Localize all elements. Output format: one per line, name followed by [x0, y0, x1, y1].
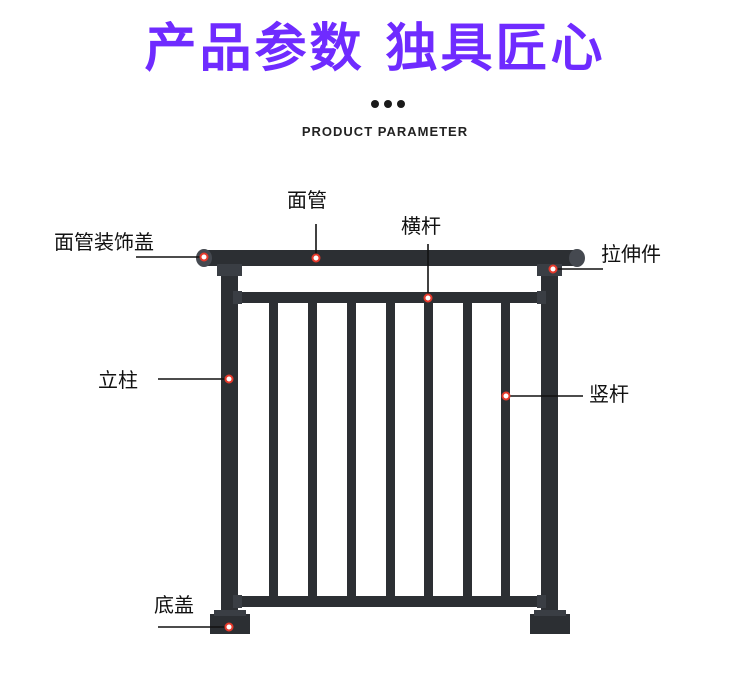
baluster: [386, 303, 395, 596]
label-base-cap: 底盖: [154, 593, 194, 617]
top-rail: [196, 249, 585, 267]
base-cap-top-right: [534, 610, 566, 616]
baluster: [463, 303, 472, 596]
base-cap-top-left: [214, 610, 246, 616]
marker-dot: [224, 622, 234, 632]
baluster: [269, 303, 278, 596]
marker-dot: [199, 252, 209, 262]
balusters: [269, 303, 510, 596]
label-top-rail-cap: 面管装饰盖: [54, 230, 154, 254]
collar: [233, 595, 242, 608]
cross-rails: [233, 291, 546, 608]
base-cap-right: [530, 614, 570, 634]
markers: [199, 252, 558, 632]
leader-lines: [136, 224, 603, 628]
dot-icon: [384, 100, 392, 108]
baluster: [347, 303, 356, 596]
separator-dots: [371, 100, 411, 110]
dot-icon: [397, 100, 405, 108]
collar: [233, 291, 242, 304]
collar: [537, 291, 546, 304]
connector-left: [217, 264, 242, 276]
marker-dot: [423, 293, 433, 303]
top-rail-cap-right: [569, 249, 585, 267]
label-top-rail: 面管: [287, 188, 327, 212]
baluster: [308, 303, 317, 596]
post-left: [221, 268, 238, 614]
page-title: 产品参数 独具匠心: [144, 19, 606, 79]
label-baluster: 竖杆: [589, 382, 629, 406]
label-post: 立柱: [98, 368, 138, 392]
crossbar-bottom: [238, 596, 541, 607]
crossbar-top: [238, 292, 541, 303]
marker-dot: [548, 264, 558, 274]
baluster: [501, 303, 510, 596]
dot-icon: [371, 100, 379, 108]
marker-dot: [311, 253, 321, 263]
label-connector: 拉伸件: [601, 242, 661, 266]
marker-dot: [224, 374, 234, 384]
label-crossbar: 横杆: [401, 214, 441, 238]
page-subtitle: PRODUCT PARAMETER: [301, 124, 469, 139]
marker-dot: [501, 391, 511, 401]
post-right: [541, 268, 558, 614]
top-rail-tube: [203, 250, 578, 266]
collar: [537, 595, 546, 608]
base-caps: [210, 610, 570, 634]
baluster: [424, 303, 433, 596]
